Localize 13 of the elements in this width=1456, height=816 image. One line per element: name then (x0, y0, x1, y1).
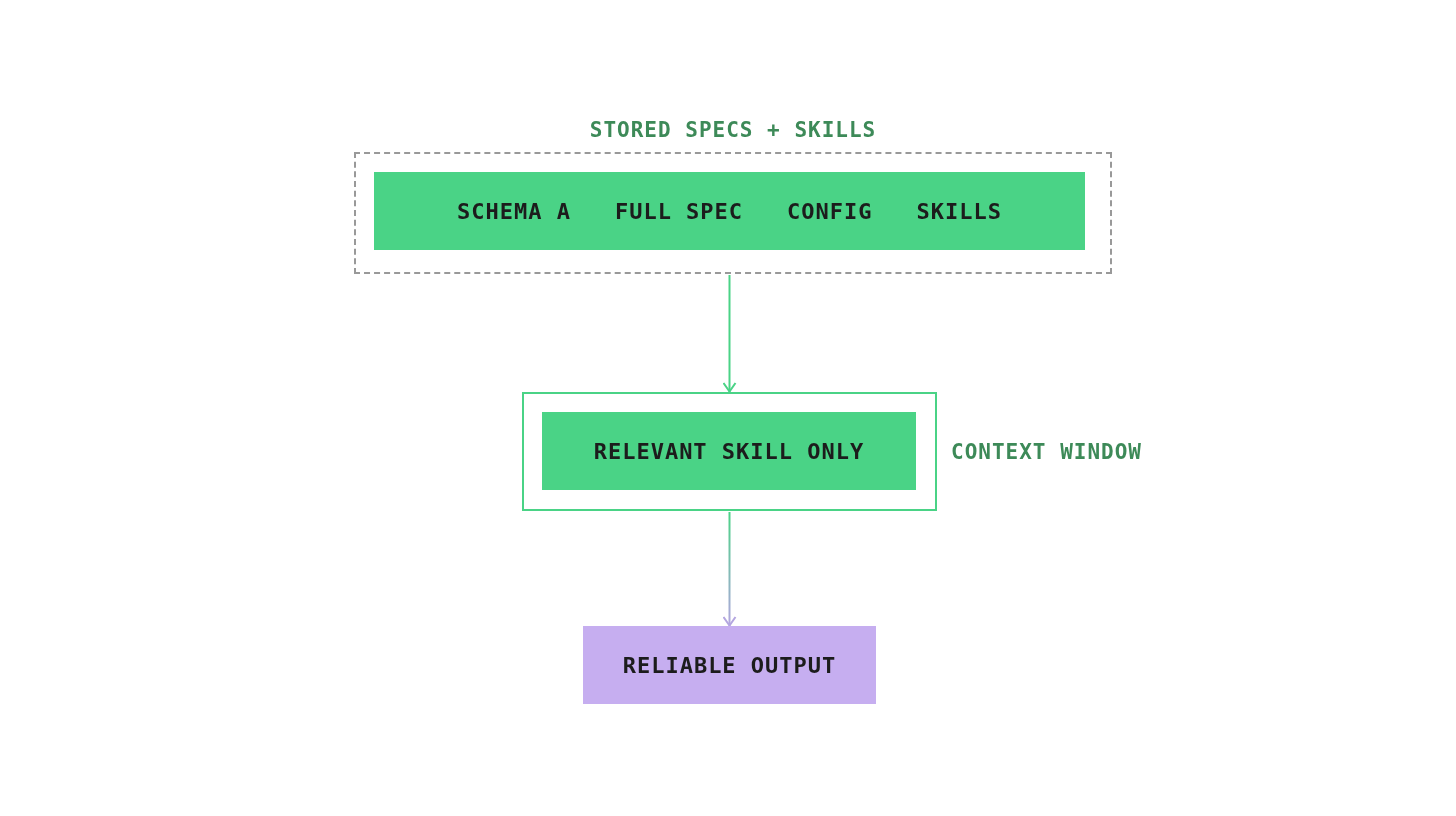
group-heading: CONTEXT WINDOW (951, 439, 1142, 464)
box-label: RELEVANT SKILL ONLY (593, 438, 865, 464)
output-box (583, 626, 876, 704)
box-label: SKILLS (916, 198, 1003, 224)
box-label: CONFIG (787, 198, 873, 224)
group-heading: STORED SPECS + SKILLS (589, 118, 877, 142)
box-label: SCHEMA A (456, 198, 571, 224)
item-bar (374, 172, 1085, 250)
item-bar (542, 412, 916, 490)
box-label: FULL SPEC (614, 198, 744, 224)
arrow (722, 274, 737, 393)
box-label: RELIABLE OUTPUT (622, 652, 837, 678)
arrow (722, 511, 737, 627)
